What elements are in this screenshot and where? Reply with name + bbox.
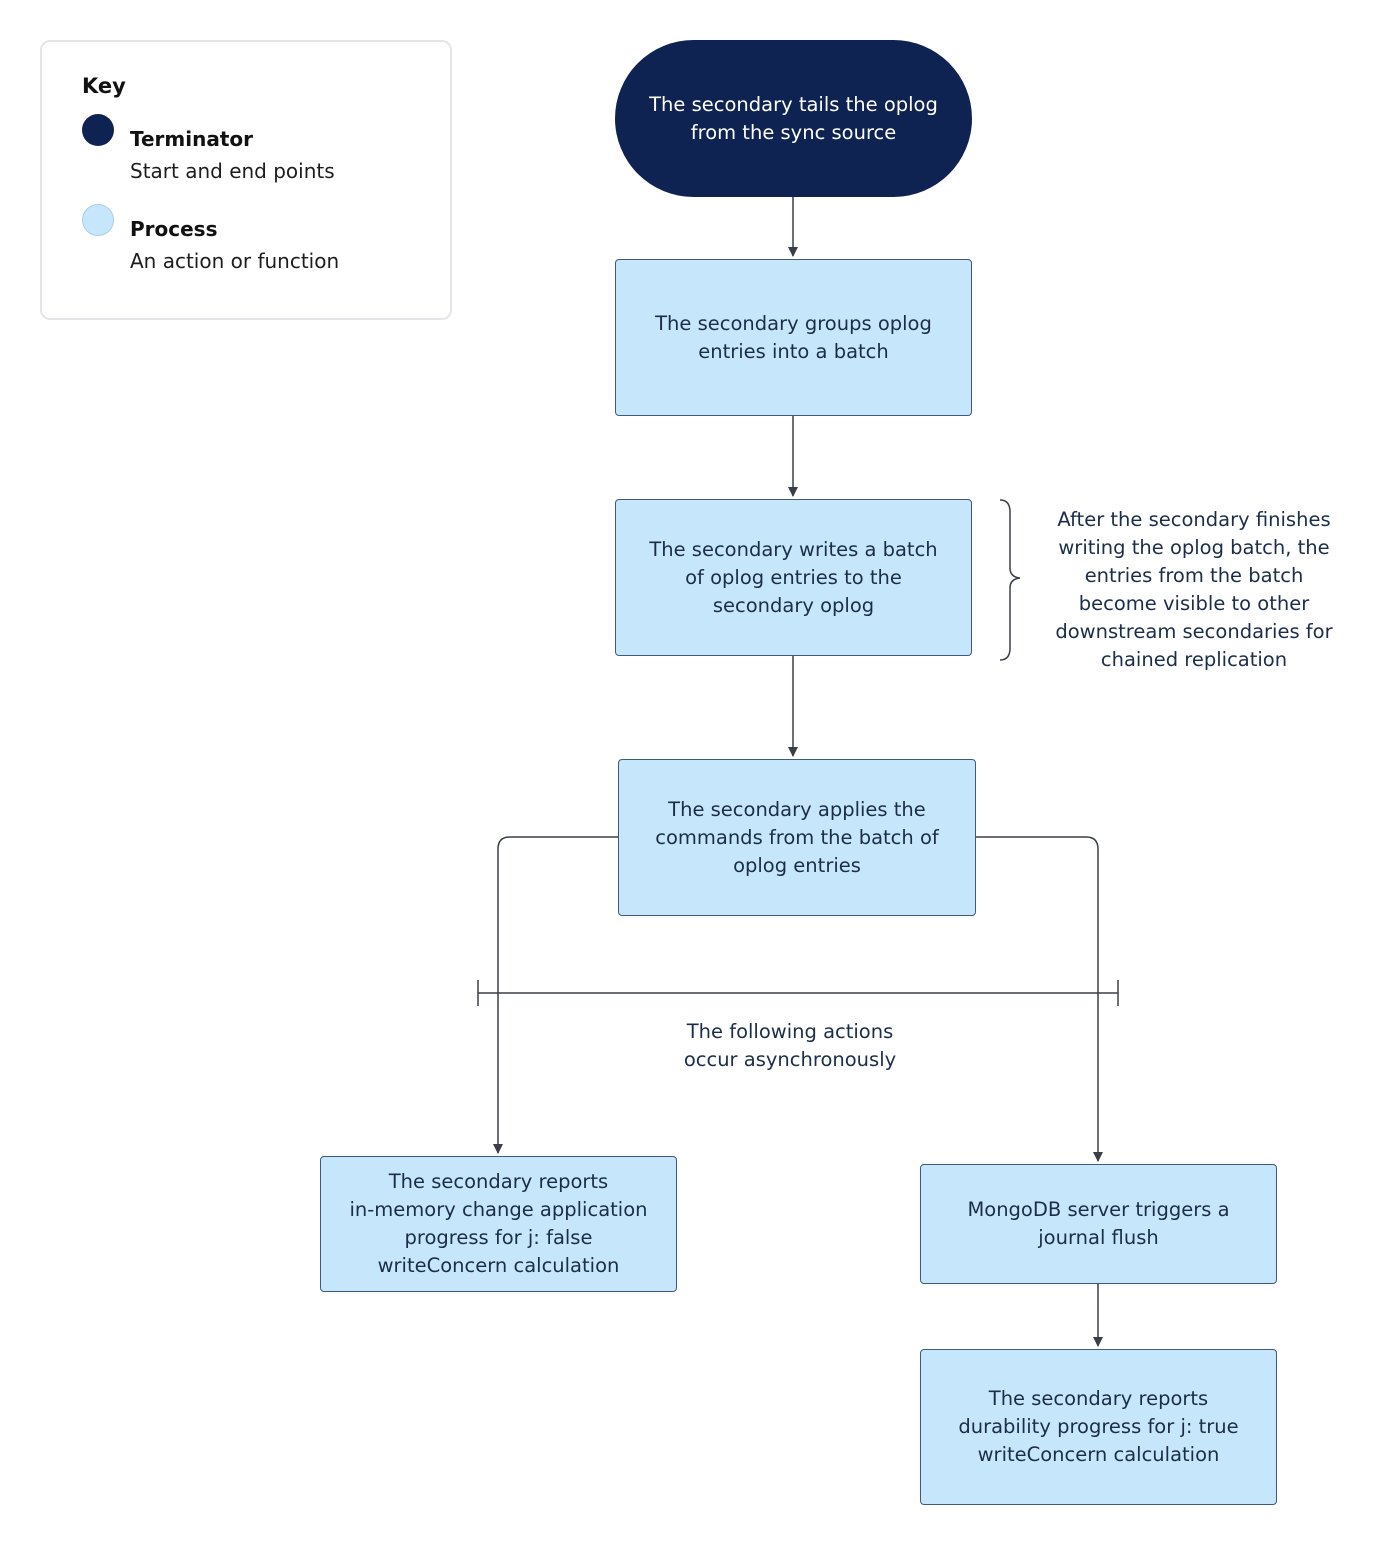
node-text-line: The secondary reports bbox=[988, 1387, 1209, 1410]
annotation-text-line: entries from the batch bbox=[1084, 564, 1304, 587]
process-report-durability: The secondary reports durability progres… bbox=[920, 1349, 1277, 1505]
node-text-line: from the sync source bbox=[690, 120, 897, 144]
node-text-line: The secondary applies the bbox=[668, 797, 926, 821]
legend-terminator-description: Start and end points bbox=[130, 159, 335, 183]
node-text-line: The secondary writes a batch bbox=[649, 537, 938, 561]
node-text-line: commands from the batch of bbox=[655, 825, 939, 849]
node-text-line: MongoDB server triggers a bbox=[967, 1198, 1230, 1221]
process-apply-commands: The secondary applies the commands from … bbox=[618, 759, 976, 916]
legend-process-name: Process bbox=[130, 217, 218, 241]
terminator-start: The secondary tails the oplog from the s… bbox=[615, 40, 972, 197]
annotation-chained-replication: After the secondary finishes writing the… bbox=[1034, 506, 1354, 674]
legend-process-description: An action or function bbox=[130, 249, 340, 273]
node-text-line: in-memory change application bbox=[349, 1198, 648, 1221]
node-text-line: of oplog entries to the bbox=[685, 565, 902, 589]
legend-panel: Key Terminator Start and end points Proc… bbox=[40, 40, 452, 320]
node-text-line: The secondary groups oplog bbox=[655, 311, 932, 335]
annotation-async-actions: The following actions occur asynchronous… bbox=[640, 1018, 940, 1074]
node-text-line: The secondary tails the oplog bbox=[649, 92, 938, 116]
annotation-text-line: become visible to other bbox=[1078, 592, 1310, 615]
legend-terminator-name: Terminator bbox=[130, 127, 254, 151]
node-text-line: durability progress for j: true bbox=[958, 1415, 1239, 1438]
process-journal-flush: MongoDB server triggers a journal flush bbox=[920, 1164, 1277, 1284]
node-text-line: progress for j: false bbox=[404, 1226, 593, 1249]
process-group-batch: The secondary groups oplog entries into … bbox=[615, 259, 972, 416]
annotation-text-line: downstream secondaries for bbox=[1055, 620, 1333, 643]
legend-title: Key bbox=[82, 74, 126, 98]
annotation-text-line: writing the oplog batch, the bbox=[1058, 536, 1330, 559]
node-text-line: The secondary reports bbox=[388, 1170, 609, 1193]
async-span-bracket bbox=[477, 980, 1119, 1006]
node-text-line: secondary oplog bbox=[712, 593, 875, 617]
node-text-line: entries into a batch bbox=[698, 339, 889, 363]
node-text-line: writeConcern calculation bbox=[977, 1443, 1220, 1466]
process-swatch bbox=[82, 204, 114, 236]
annotation-text-line: The following actions bbox=[686, 1020, 894, 1043]
process-report-inmemory: The secondary reports in-memory change a… bbox=[320, 1156, 677, 1292]
terminator-swatch bbox=[82, 114, 114, 146]
node-text-line: oplog entries bbox=[733, 853, 861, 877]
node-text-line: writeConcern calculation bbox=[377, 1254, 620, 1277]
arrow-apply-to-inmemory bbox=[493, 836, 618, 1154]
curly-brace bbox=[999, 499, 1021, 661]
annotation-text-line: chained replication bbox=[1100, 648, 1288, 671]
annotation-text-line: After the secondary finishes bbox=[1057, 508, 1331, 531]
arrow-apply-to-journal bbox=[976, 836, 1103, 1162]
annotation-text-line: occur asynchronously bbox=[683, 1048, 897, 1071]
process-write-batch: The secondary writes a batch of oplog en… bbox=[615, 499, 972, 656]
node-text-line: journal flush bbox=[1038, 1226, 1159, 1249]
